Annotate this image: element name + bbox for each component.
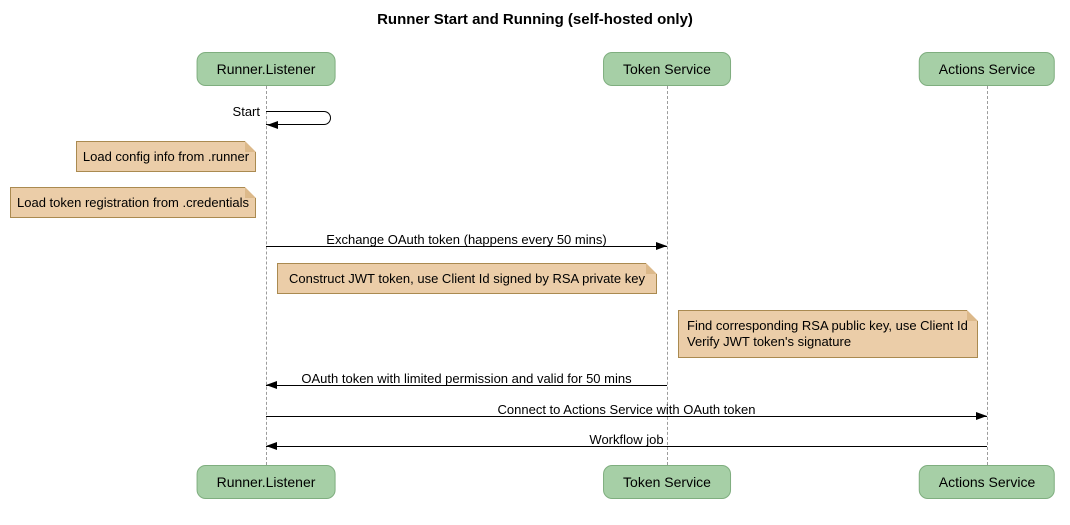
arrowhead-right-icon	[976, 412, 987, 420]
arrowhead-right-icon	[656, 242, 667, 250]
note-text-line: Verify JWT token's signature	[687, 334, 852, 349]
note-text: Load config info from .runner	[82, 149, 250, 164]
arrowhead-left-icon	[267, 121, 278, 129]
self-message-loop	[266, 111, 331, 125]
message-label-connect-actions: Connect to Actions Service with OAuth to…	[497, 402, 756, 417]
note-verify-jwt: Find corresponding RSA public key, use C…	[678, 310, 978, 358]
lifeline-token-service	[666, 86, 668, 465]
note-text: Construct JWT token, use Client Id signe…	[289, 271, 645, 286]
lifeline-actions-service	[986, 86, 988, 465]
note-load-config: Load config info from .runner	[76, 141, 256, 172]
participant-actions-service-bottom: Actions Service	[918, 465, 1056, 499]
message-label-workflow-job: Workflow job	[589, 432, 664, 447]
note-load-token-registration: Load token registration from .credential…	[10, 187, 256, 218]
note-text-line: Find corresponding RSA public key, use C…	[687, 318, 968, 333]
message-label-oauth-returned: OAuth token with limited permission and …	[301, 371, 632, 386]
note-construct-jwt: Construct JWT token, use Client Id signe…	[277, 263, 657, 294]
message-line	[266, 246, 667, 247]
note-text: Load token registration from .credential…	[17, 195, 249, 210]
participant-token-service-bottom: Token Service	[603, 465, 731, 499]
participant-runner-listener-top: Runner.Listener	[196, 52, 336, 86]
lifeline-runner-listener	[265, 86, 267, 465]
message-line	[266, 446, 987, 447]
diagram-title: Runner Start and Running (self-hosted on…	[377, 11, 693, 28]
participant-actions-service-top: Actions Service	[918, 52, 1056, 86]
message-label-start: Start	[232, 104, 260, 119]
message-line	[266, 416, 987, 417]
message-line	[266, 385, 667, 386]
arrowhead-left-icon	[266, 381, 277, 389]
message-label-exchange-oauth: Exchange OAuth token (happens every 50 m…	[326, 232, 607, 247]
arrowhead-left-icon	[266, 442, 277, 450]
participant-runner-listener-bottom: Runner.Listener	[196, 465, 336, 499]
participant-token-service-top: Token Service	[603, 52, 731, 86]
